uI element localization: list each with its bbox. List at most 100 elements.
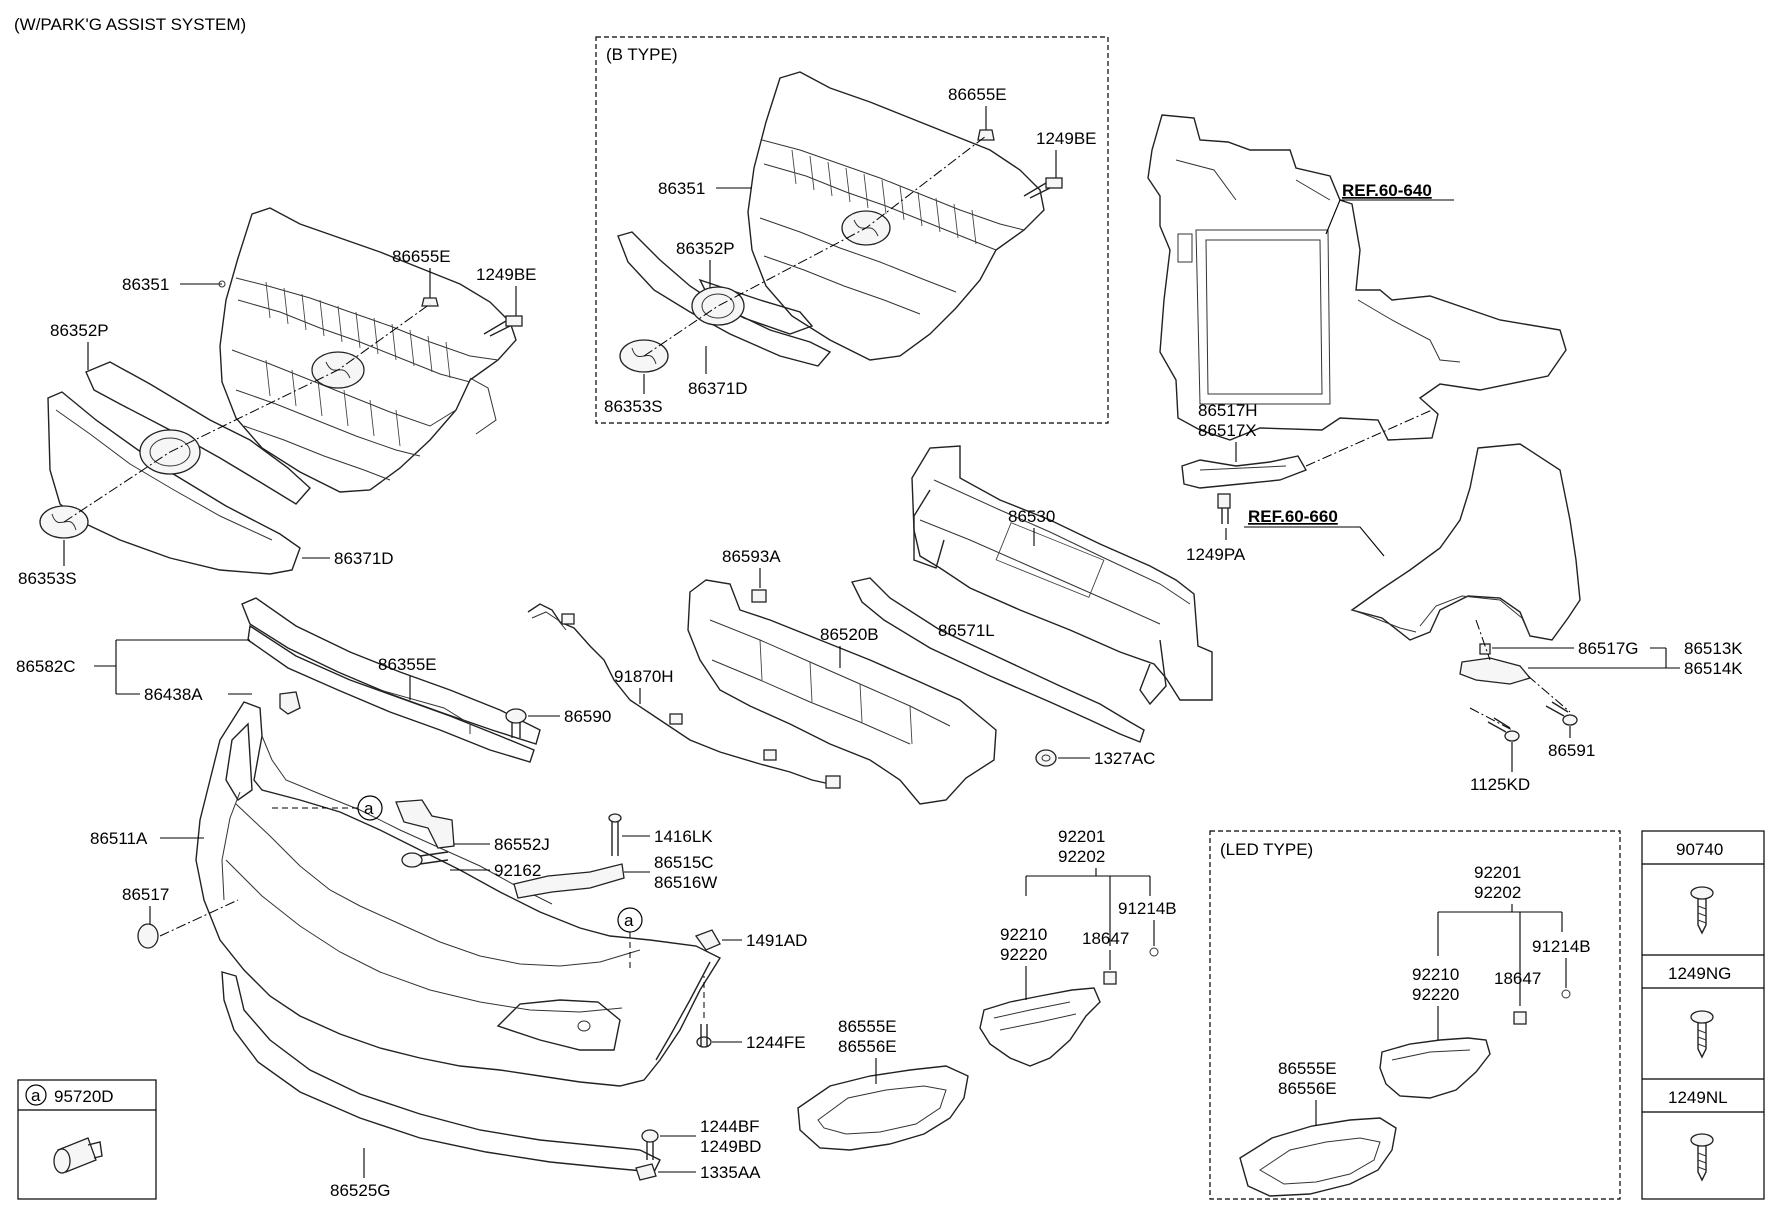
led-label-92210: 92210 xyxy=(1412,965,1459,984)
label-1491AD: 1491AD xyxy=(746,931,807,950)
fog-lamp xyxy=(979,987,1101,1067)
label-86655E: 86655E xyxy=(392,247,451,266)
label-86525G: 86525G xyxy=(330,1181,391,1200)
screw-icon xyxy=(696,1024,712,1048)
label-86571L: 86571L xyxy=(938,621,995,640)
ref-60-640: REF.60-640 xyxy=(1342,181,1432,200)
label-92220: 92220 xyxy=(1000,945,1047,964)
label-86517H: 86517H xyxy=(1198,401,1258,420)
grille-trim-upper xyxy=(85,361,311,505)
label-86438A: 86438A xyxy=(144,685,203,704)
label-86556E: 86556E xyxy=(838,1037,897,1056)
fastener-1249NG: 1249NG xyxy=(1668,964,1731,983)
label-92202: 92202 xyxy=(1058,847,1105,866)
absorber-clip xyxy=(751,589,767,603)
reflector-bracket xyxy=(513,863,625,899)
led-bulb-icon xyxy=(1561,989,1571,999)
led-label-86556E: 86556E xyxy=(1278,1079,1337,1098)
led-label-18647: 18647 xyxy=(1494,969,1541,988)
bolt-icon xyxy=(483,315,523,337)
label-86530: 86530 xyxy=(1008,507,1055,526)
led-socket xyxy=(1513,1011,1527,1025)
sensor-holder xyxy=(395,799,455,849)
led-label-92201: 92201 xyxy=(1474,863,1521,882)
parking-sensor-icon xyxy=(53,1137,103,1174)
bumper-lower-lip xyxy=(221,971,661,1173)
led-fog-lamp xyxy=(1379,1037,1491,1099)
label-1244BF: 1244BF xyxy=(700,1117,760,1136)
led-label-92220: 92220 xyxy=(1412,985,1459,1004)
label-92162: 92162 xyxy=(494,861,541,880)
b-label-1249BE: 1249BE xyxy=(1036,129,1097,148)
label-1249PA: 1249PA xyxy=(1186,545,1246,564)
front-fender xyxy=(1350,443,1581,641)
led-fog-lamp-bezel xyxy=(1239,1117,1397,1197)
bumper-side-bracket xyxy=(1181,455,1308,489)
clip-icon xyxy=(635,1163,657,1181)
b-label-86352P: 86352P xyxy=(676,239,735,258)
led-label-92202: 92202 xyxy=(1474,883,1521,902)
front-bumper-cover xyxy=(195,701,722,1087)
bumper-beam xyxy=(911,445,1213,706)
screw-icon xyxy=(401,851,449,868)
legend-part: 95720D xyxy=(54,1087,114,1106)
label-86353S: 86353S xyxy=(18,569,77,588)
label-86591: 86591 xyxy=(1548,741,1595,760)
led-type-box xyxy=(1209,830,1621,1200)
bolt-icon xyxy=(1023,177,1063,199)
fastener-table: 90740 1249NG 1249NL xyxy=(1641,830,1765,1200)
marker-a-2: a xyxy=(624,911,634,930)
screw-icon xyxy=(1690,1010,1714,1059)
label-1125KD: 1125KD xyxy=(1470,775,1530,794)
sensor-legend: a 95720D xyxy=(17,1079,157,1200)
tow-hook-cap xyxy=(137,923,159,949)
label-86355E: 86355E xyxy=(378,655,437,674)
label-86351: 86351 xyxy=(122,275,169,294)
b-type-trim xyxy=(617,231,832,367)
bulb-icon xyxy=(1149,947,1159,957)
ref-60-660: REF.60-660 xyxy=(1248,507,1338,526)
fender-clip xyxy=(1479,643,1491,655)
label-91870H: 91870H xyxy=(614,667,674,686)
b-label-86371D: 86371D xyxy=(688,379,748,398)
upper-cover-strip xyxy=(241,597,541,763)
side-bracket xyxy=(1459,657,1532,685)
lamp-socket xyxy=(1103,971,1117,985)
label-86517: 86517 xyxy=(122,885,169,904)
label-86555E: 86555E xyxy=(838,1017,897,1036)
legend-marker: a xyxy=(31,1086,41,1105)
label-86517G: 86517G xyxy=(1578,639,1639,658)
label-1416LK: 1416LK xyxy=(654,827,713,846)
clip-icon xyxy=(694,929,721,951)
screw-icon xyxy=(1690,886,1714,935)
system-title: (W/PARK'G ASSIST SYSTEM) xyxy=(14,15,246,34)
label-86511A: 86511A xyxy=(90,829,148,848)
label-86517X: 86517X xyxy=(1198,421,1257,440)
label-92201: 92201 xyxy=(1058,827,1105,846)
label-86520B: 86520B xyxy=(820,625,879,644)
led-label-86555E: 86555E xyxy=(1278,1059,1337,1078)
fastener-1249NL: 1249NL xyxy=(1668,1088,1728,1107)
rivet-icon xyxy=(608,813,622,856)
clip-icon xyxy=(505,708,527,738)
label-86582C: 86582C xyxy=(16,657,76,676)
energy-absorber xyxy=(687,579,997,805)
label-86552J: 86552J xyxy=(494,835,550,854)
label-1327AC: 1327AC xyxy=(1094,749,1155,768)
b-type-grille xyxy=(747,71,1045,361)
label-86515C: 86515C xyxy=(654,853,714,872)
b-type-label: (B TYPE) xyxy=(606,45,677,64)
label-18647: 18647 xyxy=(1082,929,1129,948)
radiator-grille xyxy=(219,207,517,493)
bolt-icon xyxy=(1217,493,1231,524)
label-1335AA: 1335AA xyxy=(700,1163,761,1182)
fog-lamp-bezel xyxy=(797,1065,969,1151)
label-91214B: 91214B xyxy=(1118,899,1177,918)
label-1249BD: 1249BD xyxy=(700,1137,761,1156)
fastener-90740: 90740 xyxy=(1676,840,1723,859)
label-86593A: 86593A xyxy=(722,547,781,566)
radiator-support xyxy=(1147,114,1567,441)
sensor-wiring-harness xyxy=(527,603,841,789)
b-label-86353S: 86353S xyxy=(604,397,663,416)
label-86371D: 86371D xyxy=(334,549,394,568)
